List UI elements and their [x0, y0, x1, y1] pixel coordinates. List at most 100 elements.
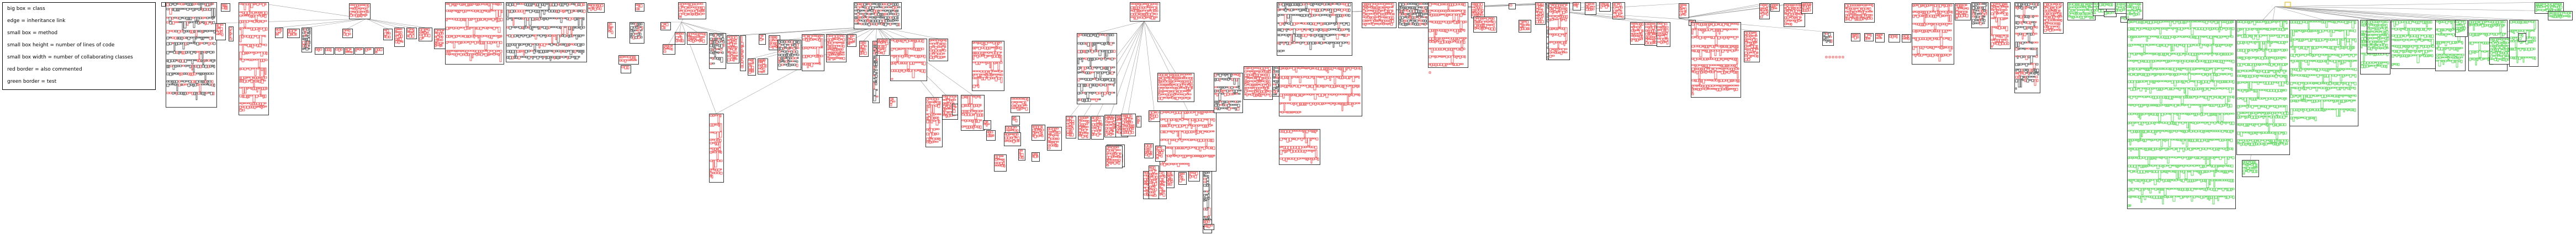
method-box	[246, 14, 249, 17]
method-box	[295, 29, 297, 31]
class-box	[709, 114, 724, 183]
method-box	[203, 21, 205, 24]
method-box	[244, 94, 247, 98]
class-box	[1104, 115, 1117, 137]
method-box	[362, 10, 365, 13]
method-box	[204, 30, 207, 32]
class-box	[1078, 116, 1091, 140]
method-box	[353, 10, 356, 13]
method-box	[335, 48, 338, 51]
method-box	[193, 30, 195, 33]
method-box	[309, 31, 311, 35]
method-box	[263, 79, 266, 82]
method-box	[166, 92, 170, 94]
method-box	[261, 94, 263, 97]
method-box	[184, 65, 187, 67]
method-box	[181, 59, 184, 63]
class-outline	[355, 47, 364, 55]
inheritance-edge	[253, 2, 367, 19]
method-box	[239, 58, 242, 61]
method-box	[182, 42, 185, 50]
method-box	[221, 6, 225, 9]
method-box	[189, 42, 192, 44]
method-box	[182, 92, 184, 95]
method-box	[388, 32, 391, 35]
method-box	[212, 3, 214, 5]
method-box	[239, 94, 242, 98]
inheritance-edge	[366, 18, 400, 28]
method-box	[166, 17, 169, 19]
class-box	[1130, 2, 1160, 22]
method-box	[375, 51, 378, 54]
method-box	[199, 30, 202, 33]
method-box	[304, 28, 306, 32]
method-box	[248, 27, 251, 29]
method-box	[191, 3, 193, 6]
method-box	[211, 83, 214, 87]
method-box	[189, 59, 192, 61]
method-box	[187, 42, 189, 45]
method-box	[250, 94, 253, 97]
method-box	[260, 76, 262, 80]
method-box	[188, 17, 190, 20]
inheritance-edge	[681, 22, 697, 33]
method-box	[356, 4, 359, 7]
method-box	[202, 59, 204, 65]
class-box	[759, 34, 766, 45]
inheritance-edge	[366, 18, 426, 28]
method-box	[184, 83, 188, 86]
method-box	[187, 51, 191, 54]
class-outline	[1178, 172, 1187, 185]
method-box	[239, 87, 242, 89]
method-box	[187, 36, 191, 40]
method-box	[183, 80, 186, 83]
method-box	[256, 87, 258, 93]
method-box	[355, 48, 357, 52]
method-box	[359, 7, 362, 10]
method-box	[252, 11, 255, 14]
method-box	[212, 51, 215, 54]
method-box	[265, 11, 268, 15]
method-box	[166, 36, 170, 40]
class-outline	[275, 28, 283, 38]
method-box	[242, 14, 245, 17]
method-box	[200, 42, 203, 44]
method-box	[245, 51, 247, 55]
class-outline	[325, 47, 334, 55]
method-box	[365, 48, 368, 52]
method-box	[173, 17, 177, 19]
method-box	[260, 87, 262, 95]
method-box	[213, 8, 216, 17]
method-box	[295, 33, 297, 36]
method-box	[306, 41, 309, 44]
method-box	[202, 92, 204, 95]
method-box	[352, 4, 355, 6]
class-outline	[1130, 2, 1160, 22]
inheritance-edge	[366, 18, 388, 29]
inheritance-edge	[1144, 20, 1176, 73]
legend: big box = class edge = inheritance link …	[2, 2, 156, 90]
method-box	[352, 10, 354, 13]
class-box	[1160, 110, 1216, 172]
method-box	[252, 102, 255, 105]
inheritance-edge	[347, 18, 367, 29]
method-box	[203, 8, 207, 11]
method-box	[184, 42, 187, 46]
method-box	[252, 27, 256, 31]
method-box	[187, 65, 189, 67]
class-box	[925, 97, 943, 147]
method-box	[252, 14, 255, 18]
method-box	[350, 7, 352, 9]
method-box	[239, 35, 242, 42]
method-box	[174, 65, 177, 68]
method-box	[180, 3, 183, 6]
method-box	[204, 17, 207, 19]
method-box	[261, 67, 263, 71]
method-box	[347, 51, 349, 53]
method-box	[173, 59, 176, 62]
method-box	[343, 29, 346, 33]
method-box	[204, 36, 206, 39]
method-box	[253, 44, 257, 46]
method-box	[191, 30, 194, 34]
method-box	[250, 27, 253, 31]
